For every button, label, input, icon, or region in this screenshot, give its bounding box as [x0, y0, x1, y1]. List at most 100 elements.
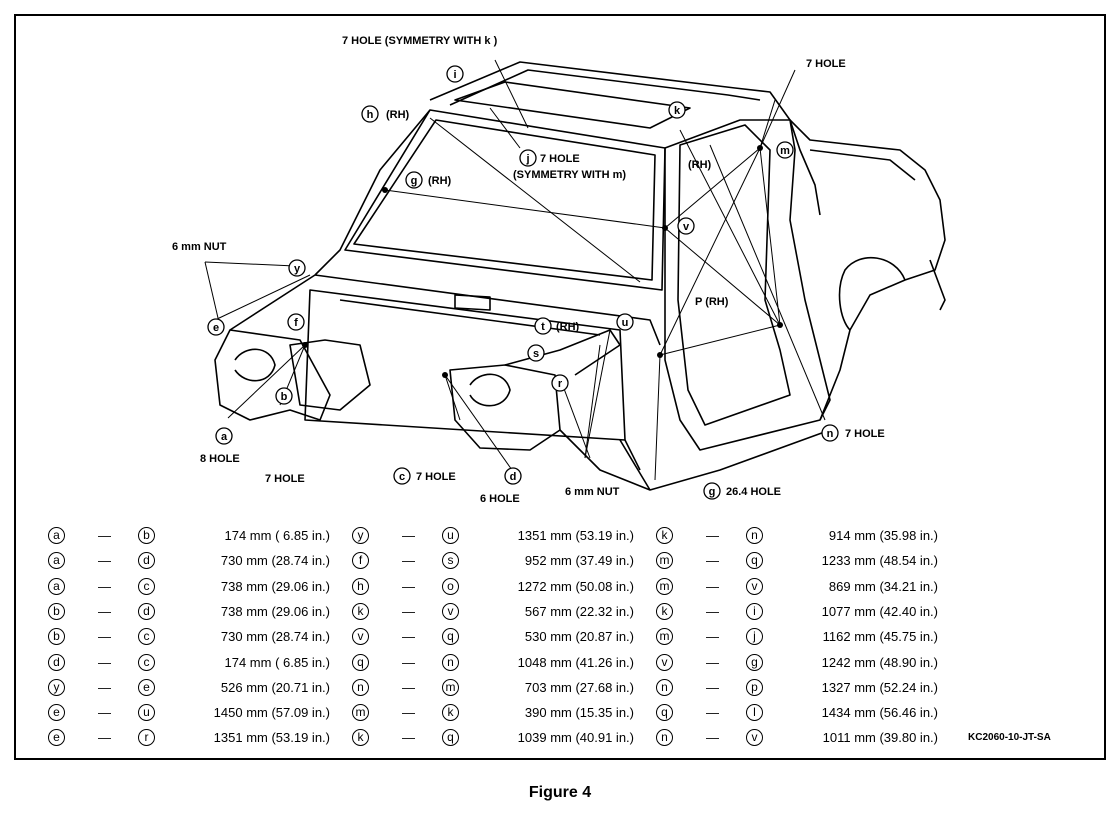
- separator: —: [706, 679, 719, 695]
- separator: —: [98, 553, 111, 569]
- point-to: k: [442, 704, 459, 722]
- dash-panel: [304, 289, 626, 441]
- dimension-value: 390 mm (15.35 in.): [524, 705, 634, 721]
- callout-26-hole: 26.4 HOLE: [726, 486, 781, 498]
- point-to: l: [746, 704, 763, 722]
- point-from: a: [48, 527, 65, 544]
- point-from: f: [352, 552, 369, 570]
- point-to: v: [746, 577, 763, 595]
- windshield-frame: [344, 109, 666, 291]
- point-to: s: [442, 552, 459, 570]
- dimension-value: 1351 mm (53.19 in.): [213, 730, 330, 746]
- point-from: e: [48, 704, 65, 722]
- dimension-value: 174 mm ( 6.85 in.): [224, 654, 331, 670]
- point-to: d: [138, 602, 155, 620]
- svg-text:i: i: [453, 69, 456, 81]
- point-from: y: [352, 527, 369, 544]
- callout-7hole-sym-k: 7 HOLE (SYMMETRY WITH k ): [342, 35, 498, 47]
- svg-text:g: g: [411, 175, 418, 187]
- point-from: k: [352, 729, 369, 747]
- separator: —: [402, 629, 415, 645]
- point-from: k: [656, 527, 673, 544]
- point-to: q: [746, 552, 763, 570]
- point-from: k: [352, 602, 369, 620]
- svg-text:n: n: [827, 428, 834, 440]
- dimension-value: 1351 mm (53.19 in.): [517, 528, 634, 543]
- svg-text:a: a: [221, 431, 228, 443]
- separator: —: [706, 629, 719, 645]
- point-from: q: [656, 704, 673, 722]
- point-from: n: [352, 678, 369, 696]
- point-to: o: [442, 577, 459, 595]
- separator: —: [402, 553, 415, 569]
- point-to: p: [746, 678, 763, 696]
- svg-text:t: t: [541, 321, 545, 333]
- point-to: m: [442, 678, 459, 696]
- point-to: c: [138, 577, 155, 595]
- callout-g-rh: (RH): [428, 175, 452, 187]
- point-to: b: [138, 527, 155, 544]
- point-from: q: [352, 653, 369, 671]
- dimension-value: 730 mm (28.74 in.): [220, 629, 330, 645]
- callout-nut-left: 6 mm NUT: [172, 241, 227, 253]
- svg-text:c: c: [399, 471, 405, 483]
- point-from: b: [48, 628, 65, 646]
- dimension-value: 174 mm ( 6.85 in.): [224, 528, 331, 543]
- dimension-value: 869 mm (34.21 in.): [828, 578, 938, 594]
- point-to: d: [138, 552, 155, 570]
- separator: —: [98, 679, 111, 695]
- point-to: c: [138, 653, 155, 671]
- a-pillar: [314, 109, 431, 276]
- dimension-value: 1242 mm (48.90 in.): [821, 654, 938, 670]
- dimension-value: 1077 mm (42.40 in.): [821, 603, 938, 619]
- svg-text:h: h: [367, 109, 374, 121]
- reference-code: KC2060-10-JT-SA: [968, 732, 1051, 743]
- point-from: y: [48, 678, 65, 696]
- point-from: v: [656, 653, 673, 671]
- dimension-value: 530 mm (20.87 in.): [524, 629, 634, 645]
- separator: —: [706, 528, 719, 543]
- point-to: g: [746, 653, 763, 671]
- rear-quarter: [789, 119, 946, 421]
- sunroof: [454, 81, 691, 129]
- point-from: m: [656, 628, 673, 646]
- separator: —: [98, 629, 111, 645]
- left-apron: [214, 329, 331, 421]
- dimension-value: 1233 mm (48.54 in.): [821, 553, 938, 569]
- point-from: a: [48, 577, 65, 595]
- point-from: m: [656, 552, 673, 570]
- point-from: n: [656, 729, 673, 747]
- separator: —: [98, 705, 111, 721]
- separator: —: [98, 730, 111, 746]
- rocker: [619, 429, 831, 491]
- dimension-value: 738 mm (29.06 in.): [220, 603, 330, 619]
- svg-text:k: k: [674, 105, 681, 117]
- point-from: m: [352, 704, 369, 722]
- callout-rh-door: (RH): [688, 159, 712, 171]
- svg-text:r: r: [558, 378, 563, 390]
- dimension-value: 526 mm (20.71 in.): [220, 679, 330, 695]
- callout-7hole-b: 7 HOLE: [265, 473, 305, 485]
- point-from: e: [48, 729, 65, 747]
- callout-6hole: 6 HOLE: [480, 493, 520, 505]
- svg-text:y: y: [294, 263, 301, 275]
- separator: —: [98, 578, 111, 594]
- point-to: n: [746, 527, 763, 544]
- svg-text:u: u: [622, 317, 629, 329]
- callout-p-rh: P (RH): [695, 296, 729, 308]
- right-apron: [449, 364, 561, 451]
- separator: —: [402, 578, 415, 594]
- point-to: j: [746, 628, 763, 646]
- dimension-value: 952 mm (37.49 in.): [524, 553, 634, 569]
- dimension-value: 1011 mm (39.80 in.): [822, 730, 938, 746]
- cowl: [314, 274, 661, 346]
- point-to: v: [746, 729, 763, 747]
- point-to: q: [442, 628, 459, 646]
- separator: —: [706, 578, 719, 594]
- separator: —: [706, 654, 719, 670]
- separator: —: [98, 528, 111, 543]
- dimension-value: 703 mm (27.68 in.): [524, 679, 634, 695]
- svg-text:e: e: [213, 322, 219, 334]
- separator: —: [402, 528, 415, 543]
